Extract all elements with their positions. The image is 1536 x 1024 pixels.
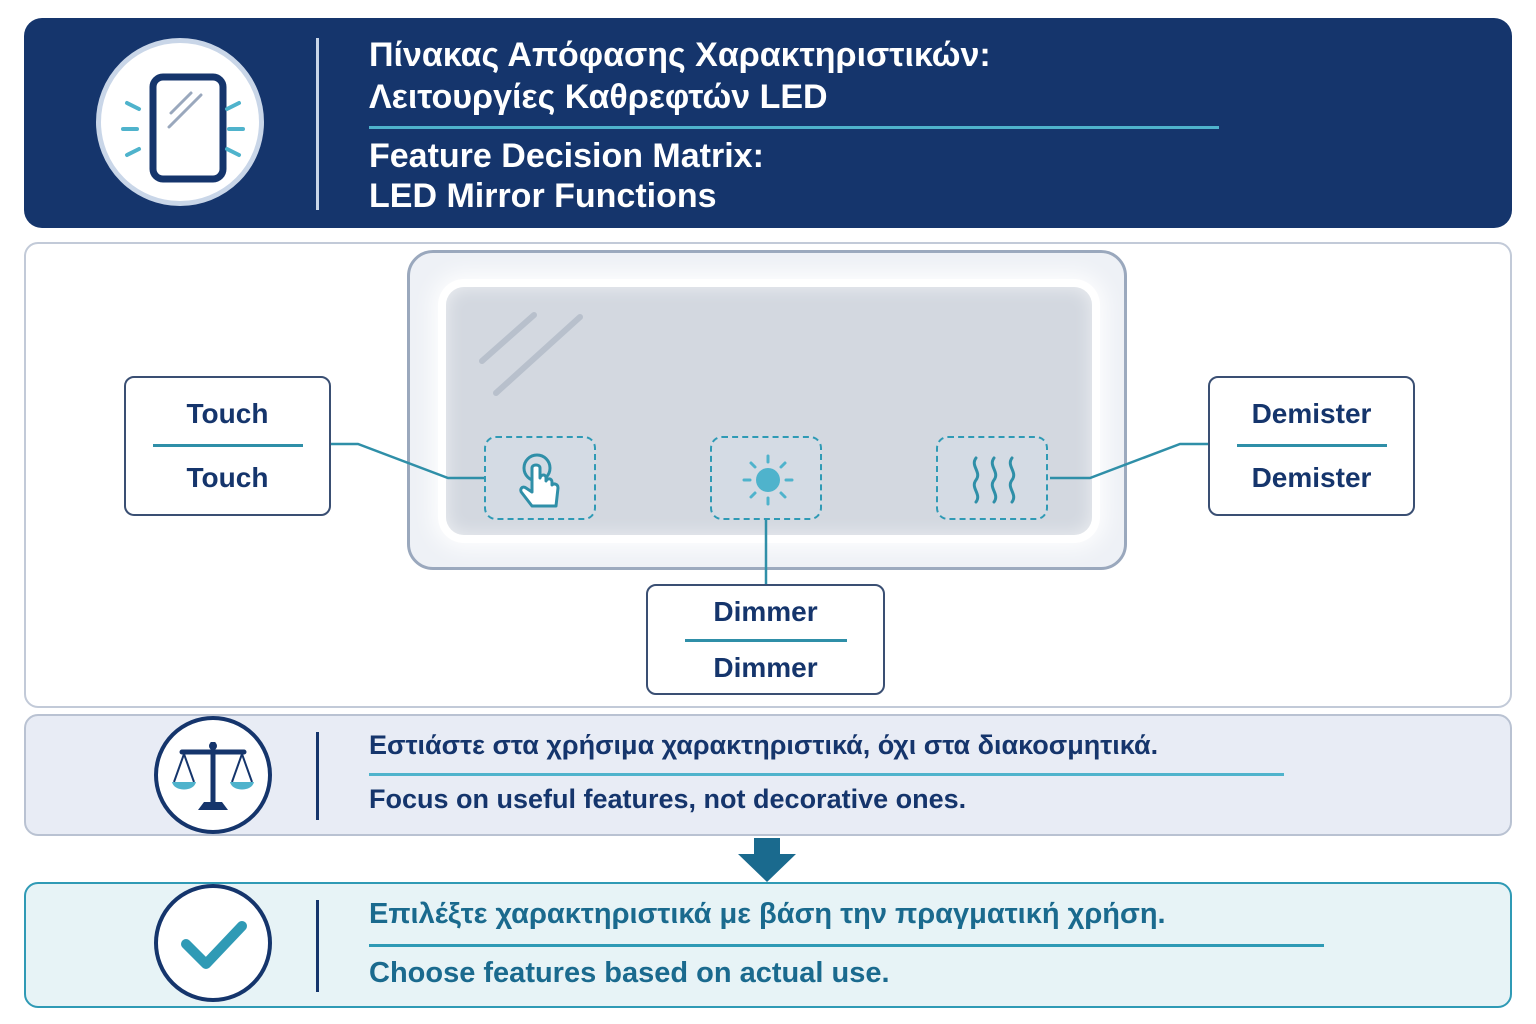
dimmer-label-bottom: Dimmer [713, 652, 818, 683]
choose-text-english: Choose features based on actual use. [369, 957, 890, 989]
dimmer-label-box: Dimmer Dimmer [646, 584, 885, 695]
title-separator [369, 126, 1219, 129]
focus-text-rule [369, 773, 1284, 776]
focus-text-greek: Εστιάστε στα χρήσιμα χαρακτηριστικά, όχι… [369, 730, 1159, 760]
touch-label-box: Touch Touch [124, 376, 331, 516]
header-banner: Πίνακας Απόφασης Χαρακτηριστικών: Λειτου… [24, 18, 1512, 228]
title-english: Feature Decision Matrix: LED Mirror Func… [369, 136, 1269, 216]
down-arrow-icon [738, 838, 796, 882]
balance-scale-icon [154, 716, 272, 834]
demister-control[interactable] [936, 436, 1048, 520]
demister-label-top: Demister [1251, 398, 1372, 429]
touch-label-top: Touch [186, 398, 269, 429]
title-greek: Πίνακας Απόφασης Χαρακτηριστικών: Λειτου… [369, 34, 1269, 118]
demister-label-box: Demister Demister [1208, 376, 1415, 516]
steam-heat-icon [972, 456, 1016, 504]
touch-label-bottom: Touch [186, 462, 269, 493]
glass-reflection [479, 312, 583, 396]
dimmer-label-top: Dimmer [713, 596, 818, 627]
choose-guidance-band: Επιλέξτε χαρακτηριστικά με βάση την πραγ… [24, 882, 1512, 1008]
title-greek-line2: Λειτουργίες Καθρεφτών LED [369, 78, 828, 116]
title-greek-line1: Πίνακας Απόφασης Χαρακτηριστικών: [369, 36, 991, 74]
sun-brightness-icon [742, 454, 794, 506]
header-divider [316, 38, 319, 210]
mirror-icon [96, 38, 264, 206]
touch-control[interactable] [484, 436, 596, 520]
touch-label-rule [153, 444, 303, 447]
choose-text-greek: Επιλέξτε χαρακτηριστικά με βάση την πραγ… [369, 898, 1166, 930]
choose-divider [316, 900, 319, 992]
checkmark-icon [154, 884, 272, 1002]
demister-label-bottom: Demister [1251, 462, 1372, 493]
title-english-line1: Feature Decision Matrix: [369, 137, 764, 175]
choose-text-rule [369, 944, 1324, 947]
focus-text-english: Focus on useful features, not decorative… [369, 784, 967, 814]
dimmer-control[interactable] [710, 436, 822, 520]
led-mirror [407, 250, 1127, 570]
touch-hand-icon [519, 453, 560, 508]
dimmer-label-rule [685, 639, 847, 642]
focus-divider [316, 732, 319, 820]
focus-guidance-band: Εστιάστε στα χρήσιμα χαρακτηριστικά, όχι… [24, 714, 1512, 836]
title-english-line2: LED Mirror Functions [369, 177, 717, 215]
demister-label-rule [1237, 444, 1387, 447]
